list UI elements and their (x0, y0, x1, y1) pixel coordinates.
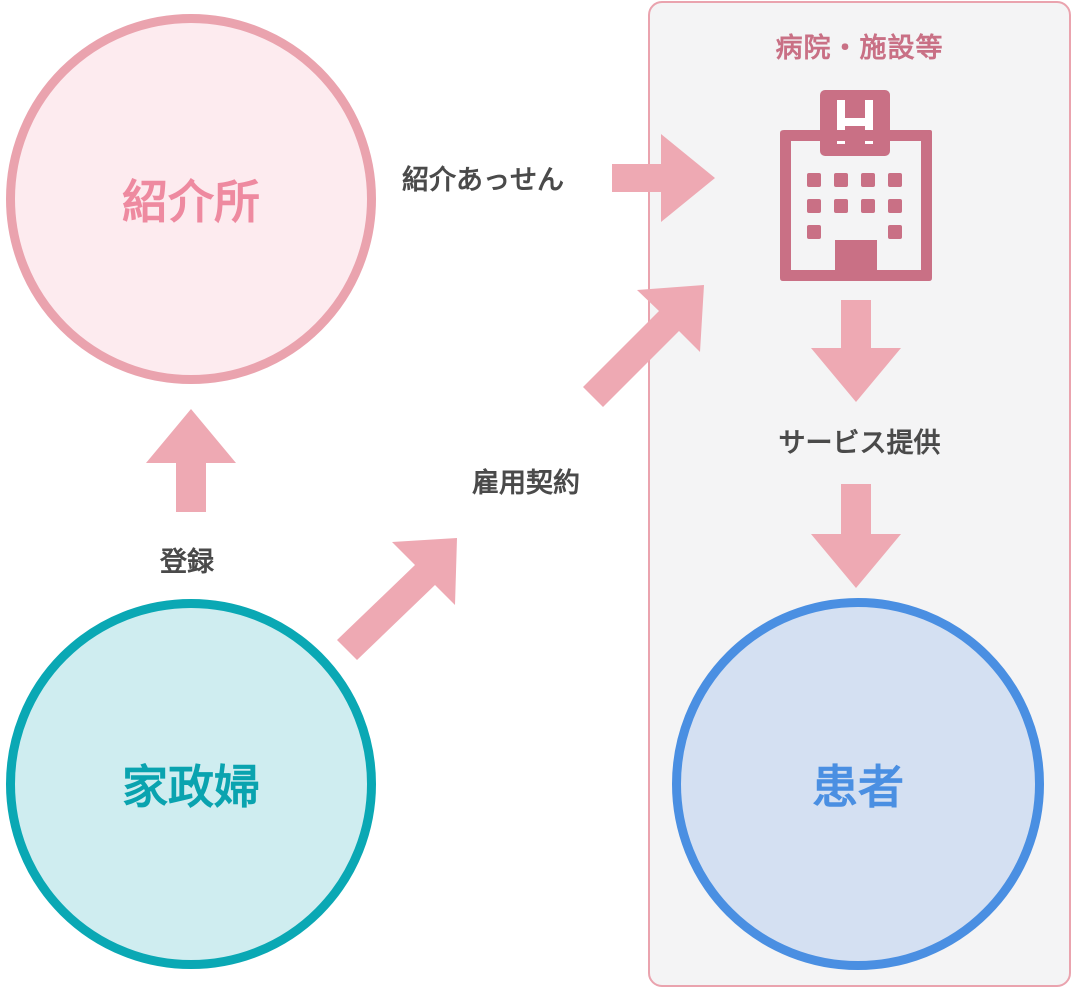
patient-label: 患者 (812, 760, 904, 814)
service-label: サービス提供 (778, 428, 941, 459)
registration-arrow (146, 409, 236, 512)
contract-arrow-upper (583, 285, 704, 407)
referral-arrow (612, 134, 715, 222)
agency-label: 紹介所 (122, 175, 260, 229)
patient-node: 患者 (672, 598, 1044, 970)
referral-label: 紹介あっせん (402, 165, 564, 196)
helper-node: 家政婦 (6, 599, 376, 969)
service-arrow-bottom (811, 484, 901, 588)
hospital-building-icon (780, 90, 932, 281)
contract-arrow-lower (337, 538, 457, 660)
agency-node: 紹介所 (6, 14, 376, 384)
registration-label: 登録 (160, 547, 214, 578)
employment-contract-label: 雇用契約 (472, 468, 580, 499)
service-arrow-top (811, 300, 901, 402)
helper-label: 家政婦 (122, 760, 260, 814)
facility-title: 病院・施設等 (775, 33, 944, 64)
